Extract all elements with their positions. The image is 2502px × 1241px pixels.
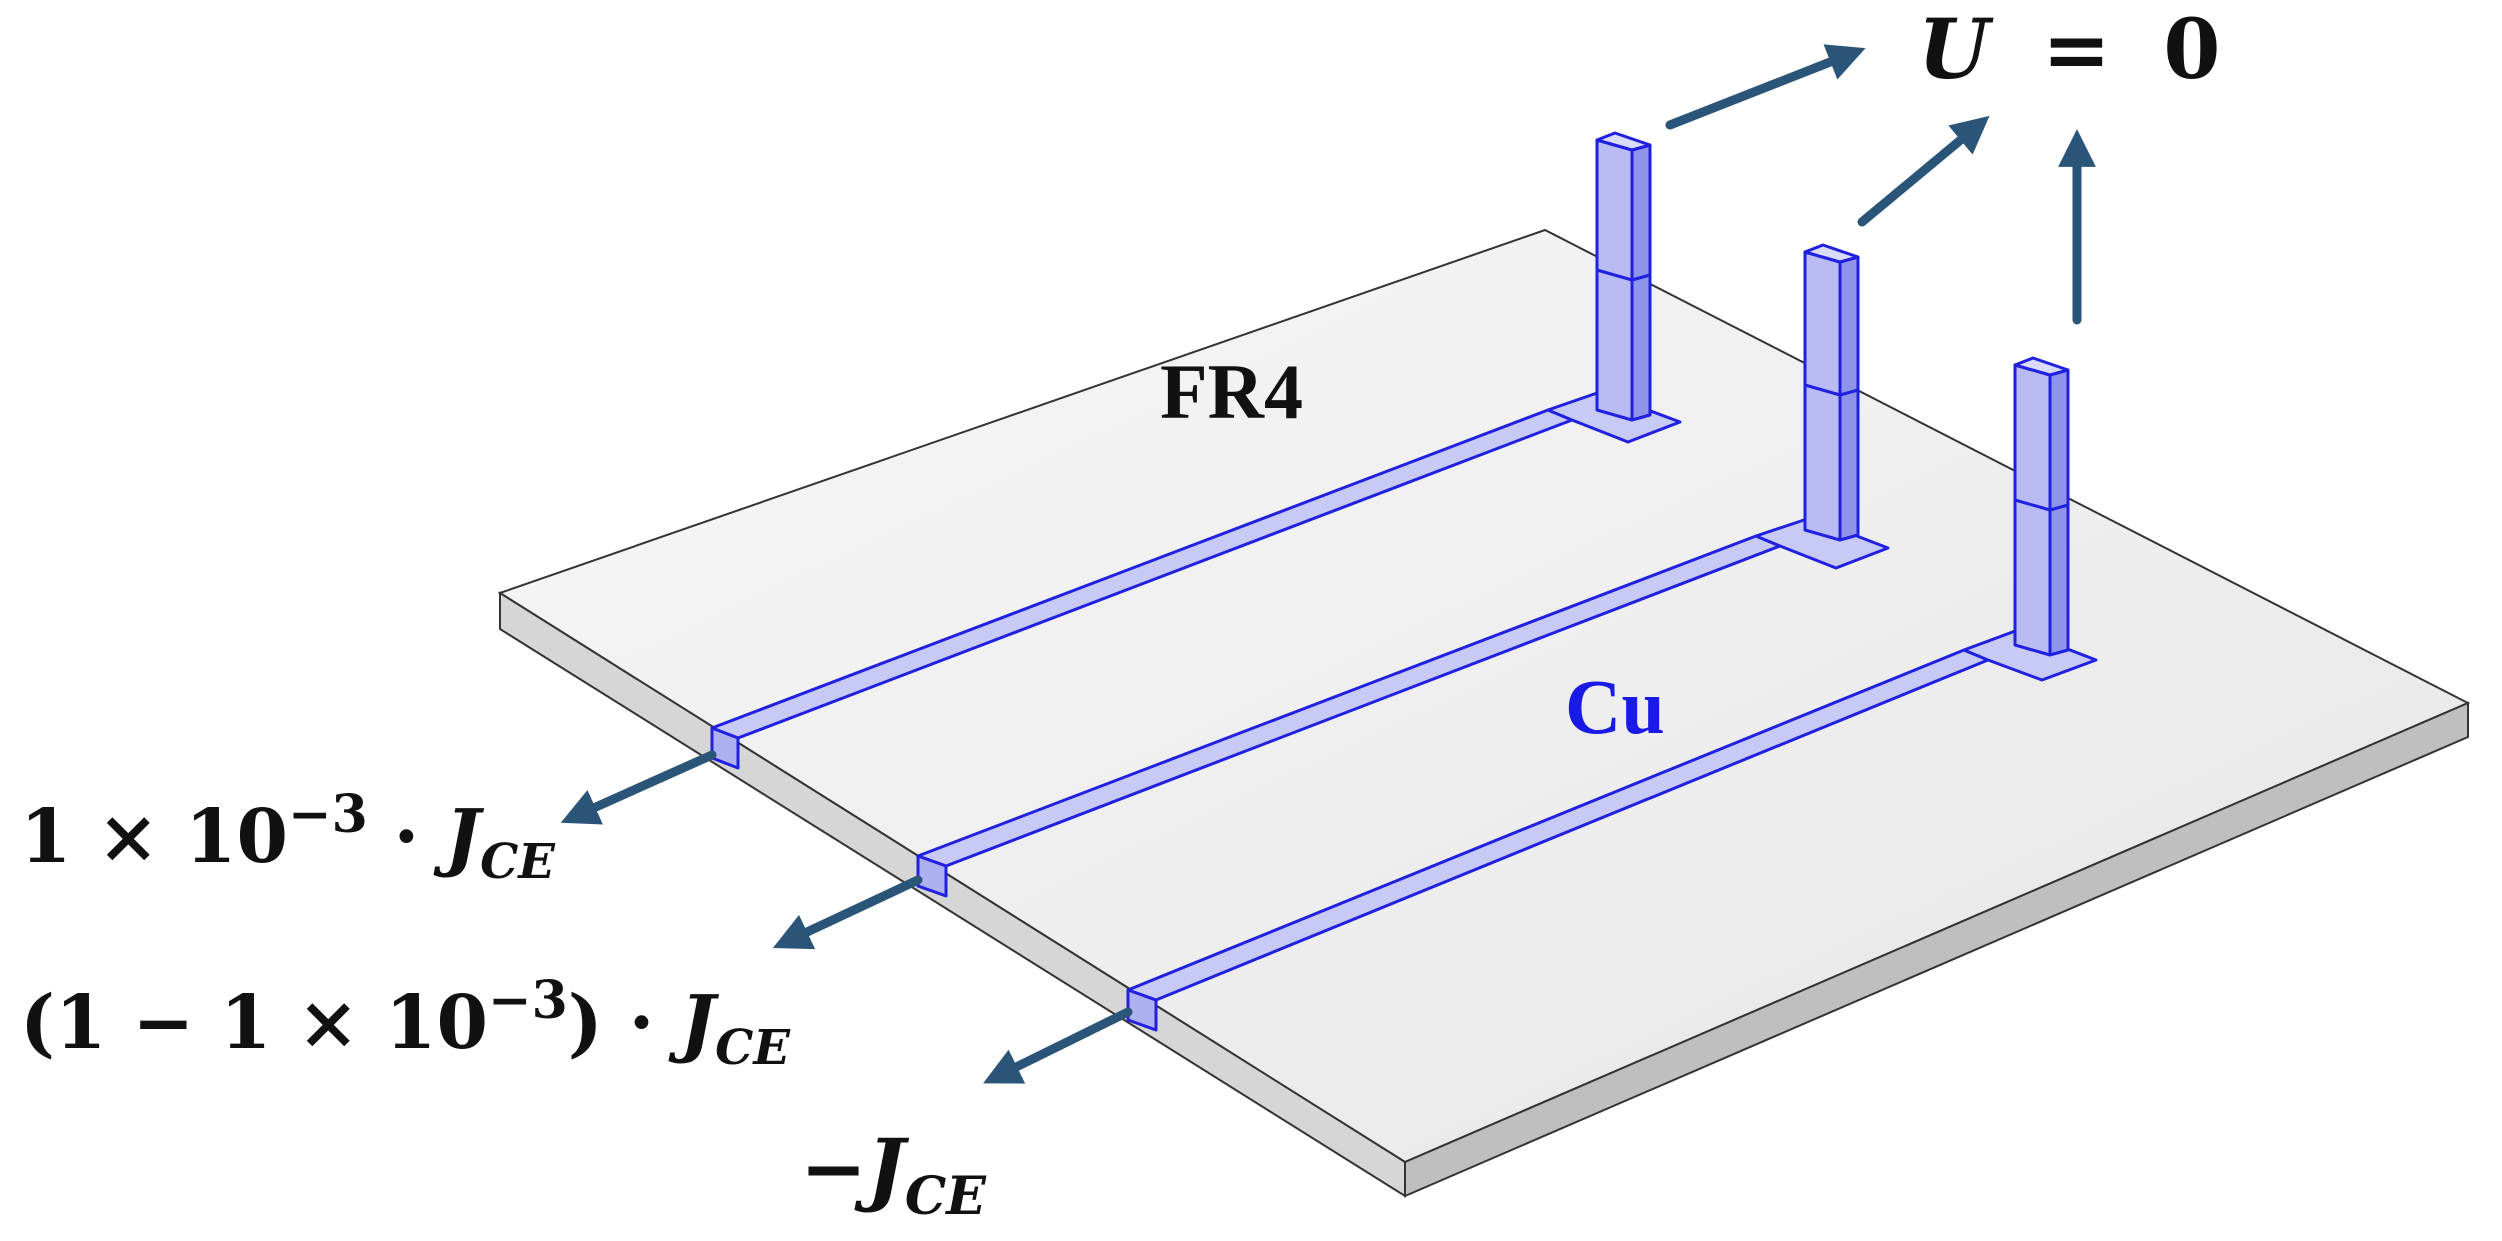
copper-pin-3	[2013, 356, 2070, 657]
copper-trace-2	[916, 516, 1890, 898]
cu-label: Cu	[1565, 663, 1665, 750]
ground-condition-label: U = 0	[1918, 2, 2220, 98]
current-label-3: −JCE	[800, 1121, 987, 1227]
arrow-current-3	[983, 1007, 1133, 1084]
arrow-ground-2	[1857, 115, 1990, 227]
arrow-current-1	[560, 750, 717, 825]
arrow-ground-1	[1665, 44, 1866, 130]
board-right-edge	[1404, 701, 2469, 1198]
copper-trace-3	[1126, 628, 2098, 1032]
copper-pin-1	[1595, 131, 1652, 422]
copper-trace-1	[710, 390, 1682, 770]
boundary-arrows	[560, 44, 2096, 1084]
current-label-2: (1 − 1 × 10−3) · JCE	[20, 970, 791, 1076]
copper-pins	[1595, 131, 2070, 657]
fr4-label: FR4	[1160, 348, 1303, 435]
arrow-current-2	[772, 875, 923, 950]
copper-traces	[710, 390, 2098, 1032]
current-label-1: 1 × 10−3 · JCE	[20, 784, 556, 890]
copper-pin-2	[1803, 243, 1860, 542]
